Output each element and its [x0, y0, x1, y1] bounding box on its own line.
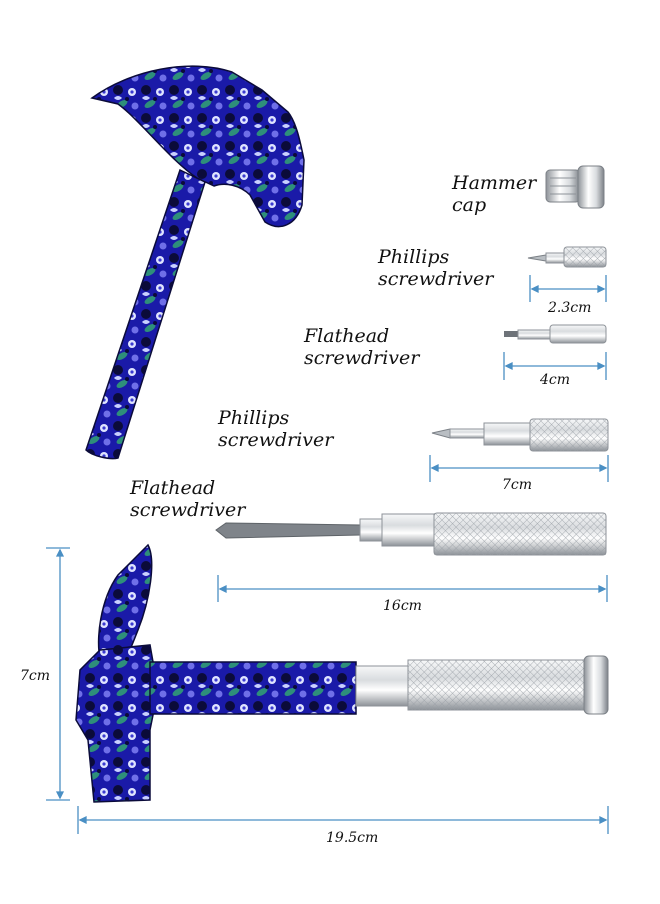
assembled-hammer: [75, 543, 609, 803]
label-phillips-medium: Phillips screwdriver: [218, 407, 333, 451]
label-flathead-small-line1: Flathead: [304, 325, 390, 347]
hammer-head-handle-part: [85, 65, 305, 460]
label-flathead-small-line2: screwdriver: [304, 347, 420, 369]
label-flathead-small: Flathead screwdriver: [304, 325, 419, 369]
label-phillips-medium-line1: Phillips: [218, 407, 290, 429]
label-flathead-large: Flathead screwdriver: [130, 477, 245, 521]
hammer-cap-part: [545, 165, 605, 209]
dimension-phillips-small: 2.3cm: [548, 300, 592, 316]
dimension-flathead-small: 4cm: [540, 372, 571, 388]
flathead-large-screwdriver: [215, 512, 607, 556]
label-phillips-small-line1: Phillips: [378, 246, 450, 268]
phillips-medium-screwdriver: [431, 418, 609, 452]
dimension-flathead-large: 16cm: [383, 598, 422, 614]
phillips-small-bit: [527, 246, 607, 268]
label-hammer-cap-line2: cap: [452, 194, 487, 216]
dimension-assembled-length: 19.5cm: [326, 830, 379, 846]
label-phillips-small-line2: screwdriver: [378, 268, 494, 290]
label-phillips-small: Phillips screwdriver: [378, 246, 493, 290]
dimension-lines: [46, 275, 609, 834]
flathead-small-bit: [504, 324, 607, 344]
dimension-assembled-height: 7cm: [20, 668, 51, 684]
label-flathead-large-line1: Flathead: [130, 477, 216, 499]
dimension-phillips-medium: 7cm: [502, 477, 533, 493]
label-hammer-cap-line1: Hammer: [452, 172, 537, 194]
label-flathead-large-line2: screwdriver: [130, 499, 246, 521]
label-phillips-medium-line2: screwdriver: [218, 429, 334, 451]
label-hammer-cap: Hammer cap: [452, 172, 536, 216]
